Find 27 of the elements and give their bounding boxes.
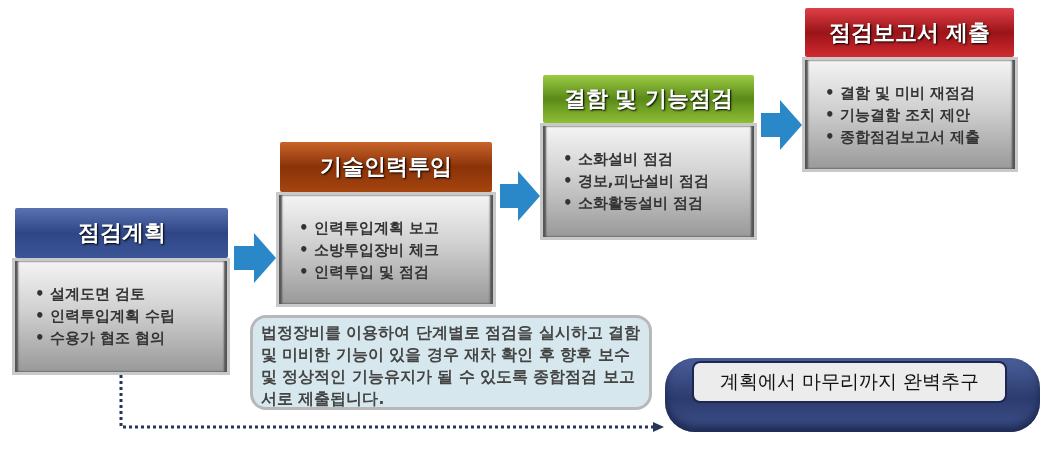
stage-header: 점검계획 — [15, 208, 228, 258]
list-item: • 소화설비 점검 — [563, 149, 675, 170]
stage-box — [802, 57, 1018, 172]
stage-header: 결함 및 기능점검 — [543, 75, 754, 123]
stage-header: 기술인력투입 — [280, 142, 492, 192]
list-item: • 인력투입계획 보고 — [299, 218, 441, 239]
list-item: • 결함 및 미비 재점검 — [825, 83, 977, 104]
stage-box — [540, 123, 757, 240]
dotted-arrow — [119, 375, 664, 432]
stage-header: 점검보고서 제출 — [805, 8, 1014, 57]
list-item: • 기능결함 조치 제안 — [825, 105, 972, 126]
list-item: • 소방투입장비 체크 — [299, 240, 441, 261]
label-box: 계획에서 마무리까지 완벽추구 — [692, 361, 1007, 403]
list-item: • 설계도면 검토 — [35, 284, 147, 305]
list-item: • 종합점검보고서 제출 — [825, 127, 982, 148]
stage-box — [12, 258, 230, 375]
list-item: • 수용가 협조 협의 — [35, 328, 167, 349]
block-arrow — [761, 100, 802, 150]
block-arrow — [234, 233, 276, 283]
block-arrow — [500, 171, 540, 221]
stage-box — [276, 192, 496, 307]
pill-panel — [665, 358, 1040, 432]
list-item: • 소화활동설비 점검 — [563, 193, 705, 214]
note-box: 법정장비를 이용하여 단계별로 점검을 실시하고 결함 및 미비한 기능이 있을 경우 재차 확인 후 향후 보수 및 정상적인 기능유지가 될 수 있도록 종합점검 보고서로 제출됩니다. — [250, 315, 652, 410]
list-item: • 인력투입계획 수립 — [35, 306, 177, 327]
list-item: • 인력투입 및 점검 — [299, 262, 431, 283]
list-item: • 경보,피난설비 점검 — [563, 171, 710, 192]
